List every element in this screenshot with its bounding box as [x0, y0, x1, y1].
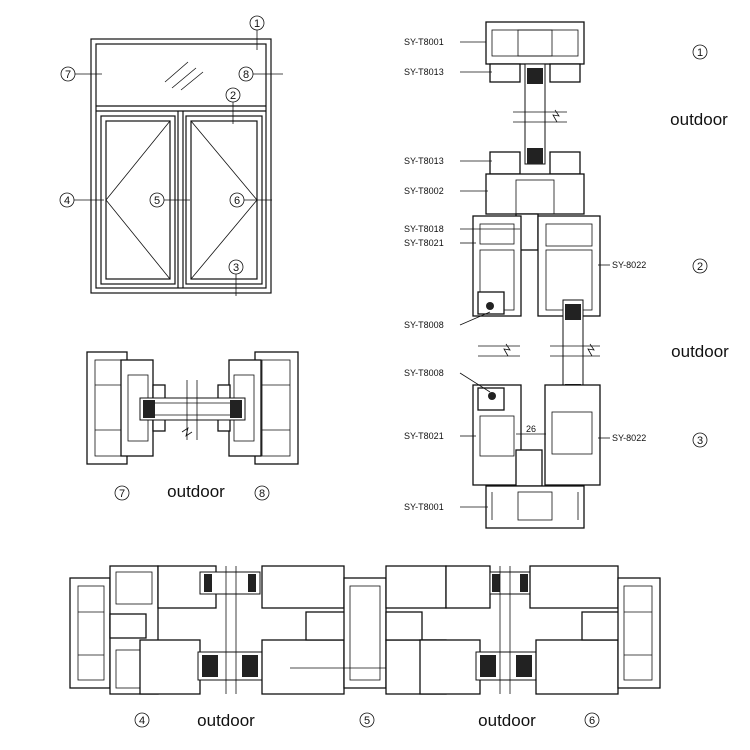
svg-text:7: 7 — [65, 69, 71, 81]
svg-text:6: 6 — [234, 195, 240, 207]
svg-text:1: 1 — [254, 18, 260, 30]
callout-5-section: 5 — [359, 712, 375, 728]
label-sy-t8008-bottom: SY-T8008 — [404, 368, 444, 378]
callout-8: 8 — [238, 66, 283, 82]
svg-text:2: 2 — [697, 261, 703, 273]
outdoor-label-section-2: outdoor — [671, 342, 729, 361]
svg-text:4: 4 — [64, 195, 70, 207]
callout-2: 2 — [225, 87, 241, 124]
label-sy-t8018: SY-T8018 — [404, 224, 444, 234]
callout-1: 1 — [249, 15, 265, 50]
svg-text:3: 3 — [697, 435, 703, 447]
section-7-8 — [86, 351, 299, 465]
svg-text:3: 3 — [233, 262, 239, 274]
dimension-26: 26 — [526, 424, 536, 434]
callout-4: 4 — [59, 192, 104, 208]
callout-3-section: 3 — [692, 432, 708, 448]
label-sy-t8021-bottom: SY-T8021 — [404, 431, 444, 441]
label-sy-t8001-top: SY-T8001 — [404, 37, 444, 47]
callout-1-section: 1 — [692, 44, 708, 60]
svg-text:4: 4 — [139, 715, 145, 727]
svg-text:8: 8 — [259, 488, 265, 500]
vertical-section-labels: SY-T8001 SY-T8013 SY-T8013 SY-T8002 SY-T… — [404, 37, 646, 512]
label-sy-t8013-top: SY-T8013 — [404, 67, 444, 77]
outdoor-label-section-4: outdoor — [197, 711, 255, 730]
svg-text:6: 6 — [589, 715, 595, 727]
svg-text:5: 5 — [154, 195, 160, 207]
horizontal-section — [69, 565, 661, 695]
label-sy-t8002: SY-T8002 — [404, 186, 444, 196]
callout-7: 7 — [60, 66, 102, 82]
outdoor-label-section-78: outdoor — [167, 482, 225, 501]
callout-2-section: 2 — [692, 258, 708, 274]
label-sy-t8008-top: SY-T8008 — [404, 320, 444, 330]
vertical-section: 26 — [472, 21, 601, 529]
callout-6: 6 — [229, 192, 272, 208]
callout-7-section: 7 — [114, 485, 130, 501]
svg-text:2: 2 — [230, 90, 236, 102]
svg-text:1: 1 — [697, 47, 703, 59]
label-sy-8022-bottom: SY-8022 — [612, 433, 646, 443]
outdoor-label-section-1: outdoor — [670, 110, 728, 129]
callout-4-section: 4 — [134, 712, 150, 728]
callout-8-section: 8 — [254, 485, 270, 501]
callout-3: 3 — [228, 259, 244, 296]
svg-text:5: 5 — [364, 715, 370, 727]
callout-5: 5 — [149, 192, 190, 208]
label-sy-8022-top: SY-8022 — [612, 260, 646, 270]
svg-text:8: 8 — [243, 69, 249, 81]
outdoor-label-section-5: outdoor — [478, 711, 536, 730]
label-sy-t8013-bottom: SY-T8013 — [404, 156, 444, 166]
label-sy-t8021-top: SY-T8021 — [404, 238, 444, 248]
svg-text:7: 7 — [119, 488, 125, 500]
callout-6-section: 6 — [584, 712, 600, 728]
label-sy-t8001-bottom: SY-T8001 — [404, 502, 444, 512]
